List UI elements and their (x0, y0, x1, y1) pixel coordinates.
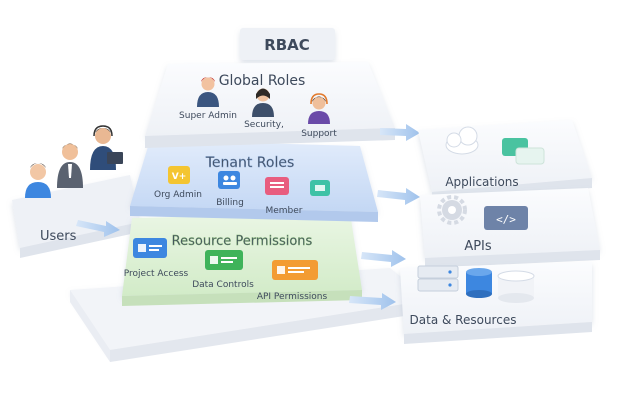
security-label: Security, (244, 120, 284, 130)
support-label: Support (301, 129, 337, 139)
arrow-tenant-to-apis (377, 188, 420, 205)
support-headset-icon (308, 93, 330, 124)
data-resources-label: Data & Resources (410, 313, 517, 327)
org-admin-label: Org Admin (154, 190, 202, 200)
apis-label: APIs (464, 239, 492, 254)
api-permissions-label: API Permissions (257, 292, 328, 302)
cloud-icon (445, 126, 479, 155)
database-icon (466, 268, 535, 303)
user-avatar-2 (57, 143, 83, 188)
arrow-users-to-tenant (76, 220, 120, 237)
apis-block: </> APIs (420, 188, 600, 268)
users-block: Users (12, 125, 140, 258)
data-controls-card-icon (205, 250, 243, 270)
svg-text:</>: </> (496, 213, 516, 226)
arrow-base-to-data (349, 293, 396, 310)
svg-text:V+: V+ (172, 172, 187, 182)
tenant-roles-layer: Tenant Roles V+ Org Admin Billing Member (130, 140, 378, 222)
security-avatar-icon (252, 88, 274, 117)
super-admin-avatar-icon (197, 77, 219, 107)
gear-icon (437, 195, 467, 225)
tenant-roles-label: Tenant Roles (205, 155, 295, 171)
user-avatar-1 (25, 163, 51, 198)
title: RBAC (264, 36, 310, 54)
title-box: RBAC (240, 28, 335, 60)
tenant-card-icon (310, 180, 330, 196)
global-roles-label: Global Roles (219, 73, 306, 89)
data-resources-block: Data & Resources (400, 262, 592, 344)
member-label: Member (265, 206, 302, 216)
arrow-resource-to-data (361, 250, 406, 267)
users-label: Users (40, 229, 77, 244)
user-avatar-3-headset (90, 125, 123, 170)
api-permissions-card-icon (272, 260, 318, 280)
arrow-global-to-applications (380, 124, 420, 141)
resource-permissions-label: Resource Permissions (172, 234, 313, 249)
server-icon (417, 265, 459, 292)
code-icon: </> (484, 206, 528, 230)
data-controls-label: Data Controls (192, 280, 254, 290)
chat-icon (502, 138, 545, 165)
project-access-card-icon (133, 238, 167, 258)
super-admin-label: Super Admin (179, 111, 237, 121)
project-access-label: Project Access (124, 269, 189, 279)
resource-permissions-layer: Resource Permissions Project Access Data… (122, 213, 362, 306)
applications-label: Applications (445, 175, 518, 189)
billing-label: Billing (216, 198, 244, 208)
billing-card-icon (218, 171, 240, 189)
global-roles-layer: Global Roles Super Admin Security, Suppo… (145, 62, 395, 148)
member-card-icon (265, 177, 289, 195)
org-admin-card-icon: V+ (168, 166, 190, 184)
